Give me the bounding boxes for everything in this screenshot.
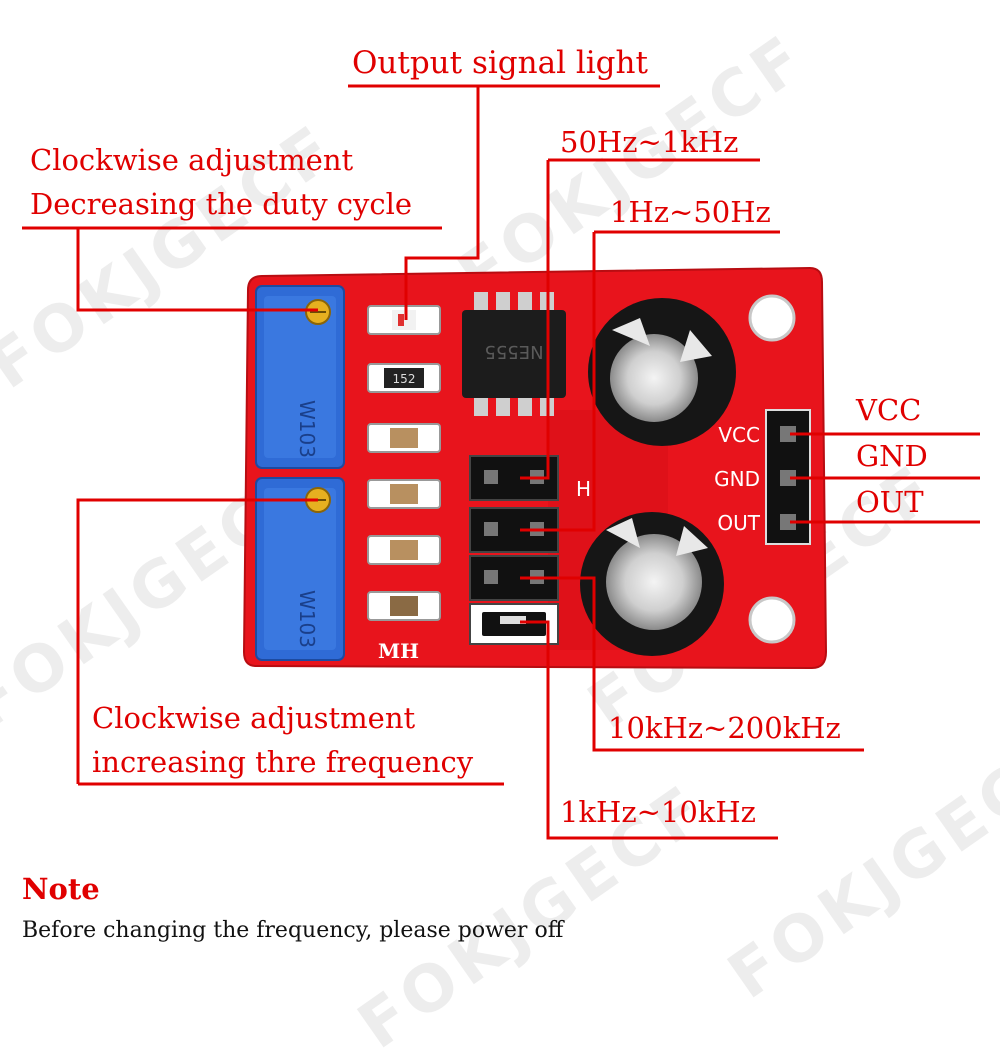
- pin-label-gnd: GND: [714, 467, 760, 491]
- pin-label-vcc: VCC: [718, 423, 760, 447]
- note-title: Note: [22, 872, 100, 906]
- smd-capacitor: [367, 423, 441, 453]
- jumper-header-1khz-10khz: [469, 603, 559, 645]
- mounting-hole: [748, 596, 796, 644]
- label-freq-line1: Clockwise adjustment: [92, 701, 416, 735]
- label-range-1hz-50hz: 1Hz~50Hz: [610, 195, 771, 229]
- label-vcc: VCC: [856, 393, 922, 427]
- resistor-marking: 152: [393, 372, 416, 386]
- frequency-potentiometer: W103: [255, 477, 345, 661]
- silkscreen-mh: MH: [378, 639, 419, 663]
- pot-marking: W103: [295, 590, 319, 648]
- label-out: OUT: [856, 485, 924, 519]
- duty-cycle-potentiometer: W103: [255, 285, 345, 469]
- smd-capacitor: [367, 591, 441, 621]
- smd-capacitor: [367, 535, 441, 565]
- label-output-signal-light: Output signal light: [352, 45, 648, 81]
- mounting-hole: [748, 294, 796, 342]
- pin-label-out: OUT: [717, 511, 760, 535]
- label-gnd: GND: [856, 439, 928, 473]
- smd-led: [367, 305, 441, 335]
- label-range-1khz-10khz: 1kHz~10kHz: [560, 795, 756, 829]
- electrolytic-capacitor-top: [588, 298, 736, 446]
- ne555-chip: NE555: [462, 292, 566, 416]
- electrolytic-capacitor-bottom: [580, 512, 724, 656]
- leader-lines: [22, 84, 980, 840]
- pot-marking: W103: [295, 400, 319, 458]
- smd-resistor: 152: [367, 363, 441, 393]
- smd-capacitor: [367, 479, 441, 509]
- note-text: Before changing the frequency, please po…: [22, 918, 564, 943]
- label-range-50hz-1khz: 50Hz~1kHz: [560, 125, 739, 159]
- label-duty-line1: Clockwise adjustment: [30, 143, 354, 177]
- label-range-10khz-200khz: 10kHz~200kHz: [608, 711, 841, 745]
- ne555-module-board: W103 W103 152: [22, 84, 980, 840]
- label-duty-line2: Decreasing the duty cycle: [30, 187, 413, 221]
- silkscreen-h: H: [576, 477, 591, 501]
- label-freq-line2: increasing thre frequency: [92, 745, 474, 779]
- chip-marking: NE555: [484, 341, 543, 362]
